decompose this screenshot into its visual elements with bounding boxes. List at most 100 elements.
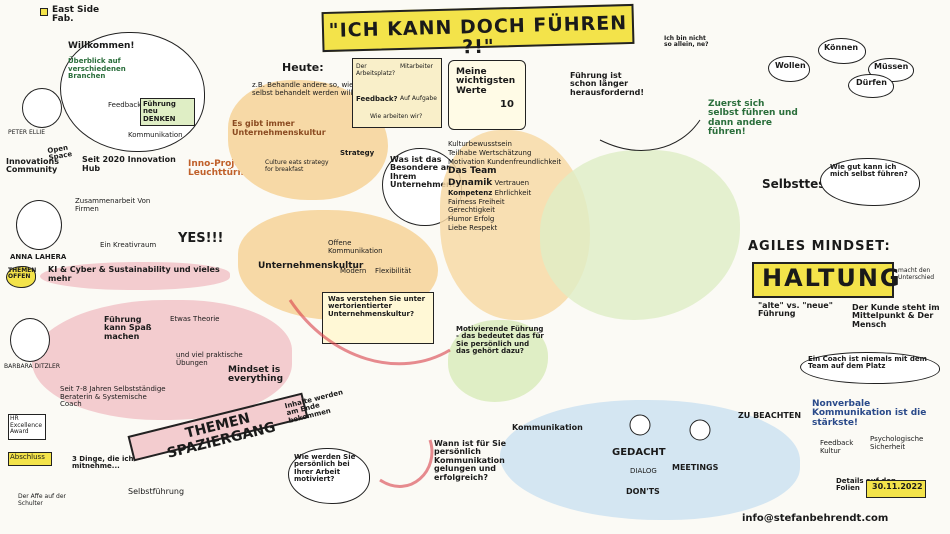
muessen-label: Müssen [874,62,909,71]
yes-label: YES!!! [178,231,224,246]
abschluss-card [8,452,52,466]
coach-statement: Ein Coach ist niemals mit dem Team auf d… [808,355,927,371]
puzzle-mitarbeiter: Mitarbeiter [400,63,434,70]
duerfen-cloud [848,74,894,98]
word-13: Fairness [448,197,477,206]
east-side-fab-logo: East Side Fab. [52,5,100,25]
kommunikation-label: Kommunikation [512,423,583,432]
affe-label: Der Affe auf der Schulter [18,493,66,507]
wollen-cloud [768,56,810,82]
motiviert-question: Wie werden Sie persönlich bei Ihrer Arbe… [294,453,356,484]
details-folien: Details auf den Folien [836,477,896,493]
coworking-label: Zusammenarbeit Von Firmen [75,197,151,213]
praktische-uebungen: und viel praktische Übungen [176,351,243,367]
word-6: Dynamik [448,177,493,188]
word-17: Erfolg [473,215,495,223]
contact-email[interactable]: info@stefanbehrendt.com [742,513,889,524]
word-19: Respekt [469,223,498,232]
fuehrung-green-blob [540,150,740,320]
unternehmenskultur-statement: Es gibt immer Unternehmenskultur [232,119,326,137]
avatar-barbara [10,318,50,362]
psychologisch-label: Psychologische Sicherheit [870,435,924,451]
word-4: Kundenfreundlichkeit [487,157,562,166]
word-5: Das Team [448,166,497,177]
intro-cloud [60,32,205,152]
haltung-label: HALTUNG [762,264,902,292]
heute-text: z.B. Behandle andere so, wie du selbst b… [252,81,365,97]
donts-label: DON'TS [626,487,660,496]
kommunikation-question: Wann ist für Sie persönlich Kommunikatio… [434,439,507,482]
innovation-hub: Seit 2020 Innovation Hub [82,155,176,173]
puzzle-grid [352,58,442,128]
nonverbal-statement: Nonverbale Kommunikation ist die stärkst… [812,399,927,428]
motiviert-cloud [288,448,370,504]
selbsttest-question: Wie gut kann ich mich selbst führen? [830,163,908,179]
gedacht-label: GEDACHT [612,447,666,458]
word-12: Ehrlichkeit [494,188,532,197]
word-3: Motivation [448,157,485,166]
intro-willkommen: Willkommen! [68,41,135,51]
besondere-question: Was ist das Besondere an Ihrem Unternehm… [390,155,457,190]
words-cluster: Kulturbewusstsein Teilhabe Wertschätzung… [448,140,588,310]
modern-word: Modern [340,267,367,275]
muessen-cloud [868,58,914,82]
kreativraum-label: Ein Kreativraum [100,241,157,249]
zu-beachten-label: ZU BEACHTEN [738,411,802,420]
themen-offen-badge [6,266,36,288]
word-18: Liebe [448,223,467,232]
logo-mark-icon [40,8,48,16]
wollen-label: Wollen [775,61,806,70]
agiles-title: AGILES MINDSET: [748,239,891,254]
speaker-barbara-name: BARBARA DITZLER [4,363,61,370]
spaziergang-pink-bg [32,300,292,420]
word-10: Kompetenz [448,188,493,197]
puzzle-aufgabe: Auf Aufgabe [400,95,437,102]
date-label: 30.11.2022 [872,482,923,491]
fuehrung-spass: Führung kann Spaß machen [104,315,152,341]
barbara-bio: Seit 7-8 Jahren Selbstständige Beraterin… [60,385,166,409]
mindset-everything: Mindset is everything [228,365,284,385]
intro-ueberblick: Überblick auf verschiedenen Branchen [68,57,126,81]
kunde-mensch: Der Kunde steht im Mittelpunkt & Der Men… [852,303,940,329]
koennen-label: Können [824,43,859,52]
coach-cloud [800,352,940,384]
dialog-label: DIALOG [630,467,657,475]
kultur-label: Unternehmenskultur [258,261,364,271]
duerfen-label: Dürfen [856,78,887,87]
word-2: Wertschätzung [479,148,532,157]
selbsttest-cloud [820,158,920,206]
word-1: Teilhabe [448,148,477,157]
hr-excellence-label: HR Excellence Award [10,415,43,436]
strategy-label: Strategy [340,149,375,157]
flexibilitaet-word: Flexibilität [375,267,412,275]
word-15: Gerechtigkeit [448,206,495,215]
motivierende-blob [448,320,548,402]
hr-excellence-card [8,414,46,440]
puzzle-feedback: Feedback? [356,95,398,103]
word-16: Humor [448,215,472,223]
werte-title: Meine wichtigsten Werte [456,67,516,96]
etwas-theorie: Etwas Theorie [170,315,220,323]
word-14: Freiheit [478,197,505,206]
kommunikation-blob [500,400,800,520]
offene-kommunikation: Offene Kommunikation [328,239,383,255]
puzzle-wie-arbeiten: Wie arbeiten wir? [370,113,423,120]
innovations-community-label: Innovations Community [6,157,59,175]
speaker-peter-name: PETER ELLIE [8,129,45,136]
fuehrung-schon-laenger: Führung ist schon länger herausfordernd! [570,71,645,97]
puzzle-arbeitsplatz: Der Arbeitsplatz? [356,63,396,77]
themen-offen-label: THEMEN OFFEN [8,267,37,281]
intro-fuehrung-neu: Führung neu DENKEN [140,98,195,127]
abschluss-label: Abschluss [10,453,45,461]
avatar-anna [16,200,62,250]
selbsttest-label: Selbsttest [762,177,832,191]
ki-topics: KI & Cyber & Sustainability und vieles m… [48,265,220,283]
koennen-cloud [818,38,866,64]
kultur-question-box [322,292,434,344]
motivierende-question: Motivierende Führung - das bedeutet das … [456,325,544,356]
culture-eats-strategy: Culture eats strategy for breakfast [265,159,329,173]
word-0: Kulturbewusstsein [448,140,512,148]
haltung-banner [752,262,894,298]
avatar-peter [22,88,62,128]
date-badge [866,480,926,498]
